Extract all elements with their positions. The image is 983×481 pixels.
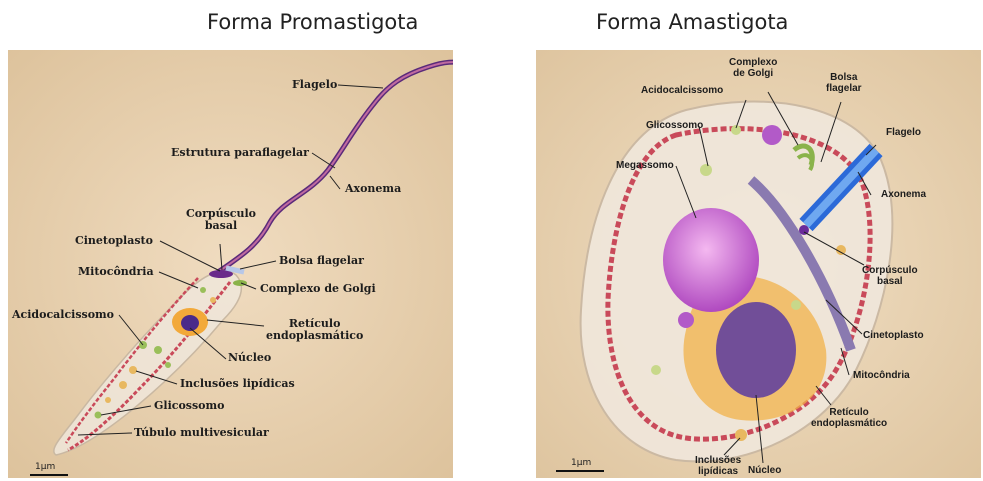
label-complexo-de-golgi: Complexo de Golgi	[260, 283, 376, 295]
amastigota-illustration	[536, 50, 981, 478]
label-mitocondria: Mitocôndria	[853, 370, 910, 381]
label-acidocalcissomo: Acidocalcissomo	[641, 85, 723, 96]
label-inclusoes-lipidicas: Inclusões lipídicas	[695, 455, 741, 477]
label-corpusculo-basal: Corpúsculo basal	[862, 265, 918, 287]
label-cinetoplasto: Cinetoplasto	[75, 235, 153, 247]
megasome	[663, 208, 759, 312]
label-tubulo-multivesicular: Túbulo multivesicular	[134, 427, 269, 439]
label-flagelo: Flagelo	[292, 79, 337, 91]
glycosome	[700, 164, 712, 176]
label-glicossomo: Glicossomo	[646, 120, 703, 131]
promastigota-panel: Flagelo Estrutura paraflagelar Axonema C…	[8, 50, 453, 478]
label-bolsa-flagelar: Bolsa flagelar	[826, 72, 862, 94]
label-flagelo: Flagelo	[886, 127, 921, 138]
acidocalcisome	[678, 312, 694, 328]
label-reticulo-endoplasmatico: Retículo endoplasmático	[266, 318, 363, 342]
label-megassomo: Megassomo	[616, 160, 674, 171]
label-estrutura-paraflagelar: Estrutura paraflagelar	[171, 147, 309, 159]
label-cinetoplasto: Cinetoplasto	[863, 330, 924, 341]
label-axonema: Axonema	[345, 183, 401, 195]
label-glicossomo: Glicossomo	[154, 400, 225, 412]
amastigota-scale-label: 1μm	[571, 458, 591, 468]
label-nucleo: Núcleo	[228, 352, 271, 364]
glycosome	[791, 300, 801, 310]
label-mitocondria: Mitocôndria	[78, 266, 154, 278]
glycosome	[651, 365, 661, 375]
acidocalcisome	[165, 362, 171, 368]
label-inclusoes-lipidicas: Inclusões lipídicas	[180, 378, 295, 390]
promastigota-illustration	[8, 50, 453, 478]
label-reticulo-endoplasmatico: Retículo endoplasmático	[811, 407, 887, 429]
label-complexo-de-golgi: Complexo de Golgi	[729, 57, 777, 79]
label-bolsa-flagelar: Bolsa flagelar	[279, 255, 364, 267]
promastigota-scale-label: 1μm	[35, 462, 55, 472]
lipid-inclusion	[105, 397, 111, 403]
lipid-inclusion	[119, 381, 127, 389]
promastigota-title: Forma Promastigota	[207, 10, 418, 34]
label-acidocalcissomo: Acidocalcissomo	[12, 309, 114, 321]
acidocalcisome	[154, 346, 162, 354]
acidocalcisome	[762, 125, 782, 145]
label-corpusculo-basal: Corpúsculo basal	[186, 208, 256, 232]
golgi	[233, 280, 247, 286]
lipid-inclusion	[129, 366, 137, 374]
lipid-inclusion	[735, 429, 747, 441]
lipid-inclusion	[210, 297, 216, 303]
amastigota-panel: Complexo de Golgi Acidocalcissomo Bolsa …	[536, 50, 981, 478]
label-nucleo: Núcleo	[748, 465, 781, 476]
glycosome	[200, 287, 206, 293]
nucleus	[716, 302, 796, 398]
acidocalcisome	[731, 125, 741, 135]
glycosome	[95, 412, 102, 419]
label-axonema: Axonema	[881, 189, 926, 200]
amastigota-title: Forma Amastigota	[596, 10, 788, 34]
